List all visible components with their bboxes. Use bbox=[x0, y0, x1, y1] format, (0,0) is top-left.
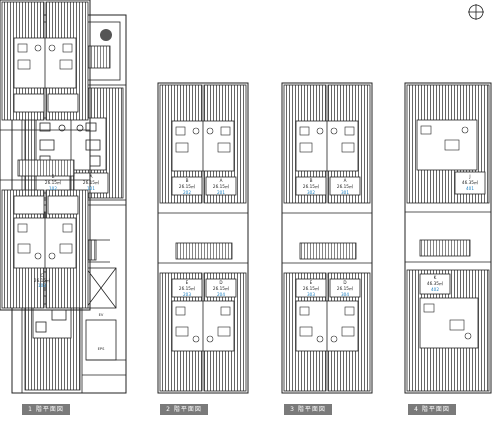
unit-area: 26.15㎡ bbox=[179, 183, 196, 189]
floor-plan-2f bbox=[157, 82, 249, 394]
unit-number: 304 bbox=[341, 292, 349, 297]
ev-label: EV bbox=[99, 313, 104, 317]
floor-caption-2f: 2 階平面図 bbox=[160, 404, 208, 415]
unit-area: 26.15㎡ bbox=[337, 285, 354, 291]
unit-area: 26.15㎡ bbox=[179, 285, 196, 291]
unit-code: D bbox=[219, 280, 222, 285]
floor-plan-4f bbox=[404, 82, 492, 394]
unit-code: B bbox=[310, 178, 313, 183]
unit-number: 204 bbox=[217, 292, 225, 297]
unit-number: 102 bbox=[49, 186, 57, 191]
floor-caption-3f: 3 階平面図 bbox=[284, 404, 332, 415]
unit-code: A bbox=[220, 178, 223, 183]
unit-area: 26.15㎡ bbox=[213, 183, 230, 189]
unit-number: 202 bbox=[183, 190, 191, 195]
unit-area: 26.15㎡ bbox=[45, 179, 62, 185]
unit-code: D bbox=[343, 280, 346, 285]
unit-number: 101 bbox=[87, 186, 95, 191]
floor-caption-4f: 4 階平面図 bbox=[408, 404, 456, 415]
unit-area: 26.15㎡ bbox=[303, 183, 320, 189]
unit-code: K bbox=[434, 275, 437, 280]
unit-number: 203 bbox=[183, 292, 191, 297]
floor-plan-3f bbox=[281, 82, 373, 394]
unit-number: 301 bbox=[341, 190, 349, 195]
unit-number: 103 bbox=[38, 283, 46, 288]
unit-number: 402 bbox=[431, 287, 439, 292]
unit-area: 26.15㎡ bbox=[337, 183, 354, 189]
unit-code: A bbox=[344, 178, 347, 183]
unit-labels: B 26.15㎡ 102 A 26.15㎡ 101 C 26.15㎡ 103 E… bbox=[34, 174, 479, 351]
unit-area: 26.15㎡ bbox=[213, 285, 230, 291]
unit-code: C bbox=[41, 273, 44, 278]
eps-label: EPS bbox=[98, 347, 105, 351]
floor-caption-1f: 1 階平面図 bbox=[22, 404, 70, 415]
unit-number: 302 bbox=[307, 190, 315, 195]
unit-area: 26.15㎡ bbox=[34, 277, 51, 283]
unit-number: 401 bbox=[466, 186, 474, 191]
unit-area: 46.35㎡ bbox=[427, 280, 444, 286]
unit-code: E bbox=[310, 280, 313, 285]
unit-code: E bbox=[186, 280, 189, 285]
unit-area: 46.35㎡ bbox=[462, 179, 479, 185]
unit-number: 201 bbox=[217, 190, 225, 195]
unit-area: 26.15㎡ bbox=[83, 179, 100, 185]
north-arrow-icon bbox=[468, 4, 484, 20]
unit-area: 26.15㎡ bbox=[303, 285, 320, 291]
unit-number: 303 bbox=[307, 292, 315, 297]
unit-code: A bbox=[90, 174, 93, 179]
unit-code: J bbox=[468, 174, 470, 179]
unit-code: B bbox=[186, 178, 189, 183]
unit-code: B bbox=[52, 174, 55, 179]
